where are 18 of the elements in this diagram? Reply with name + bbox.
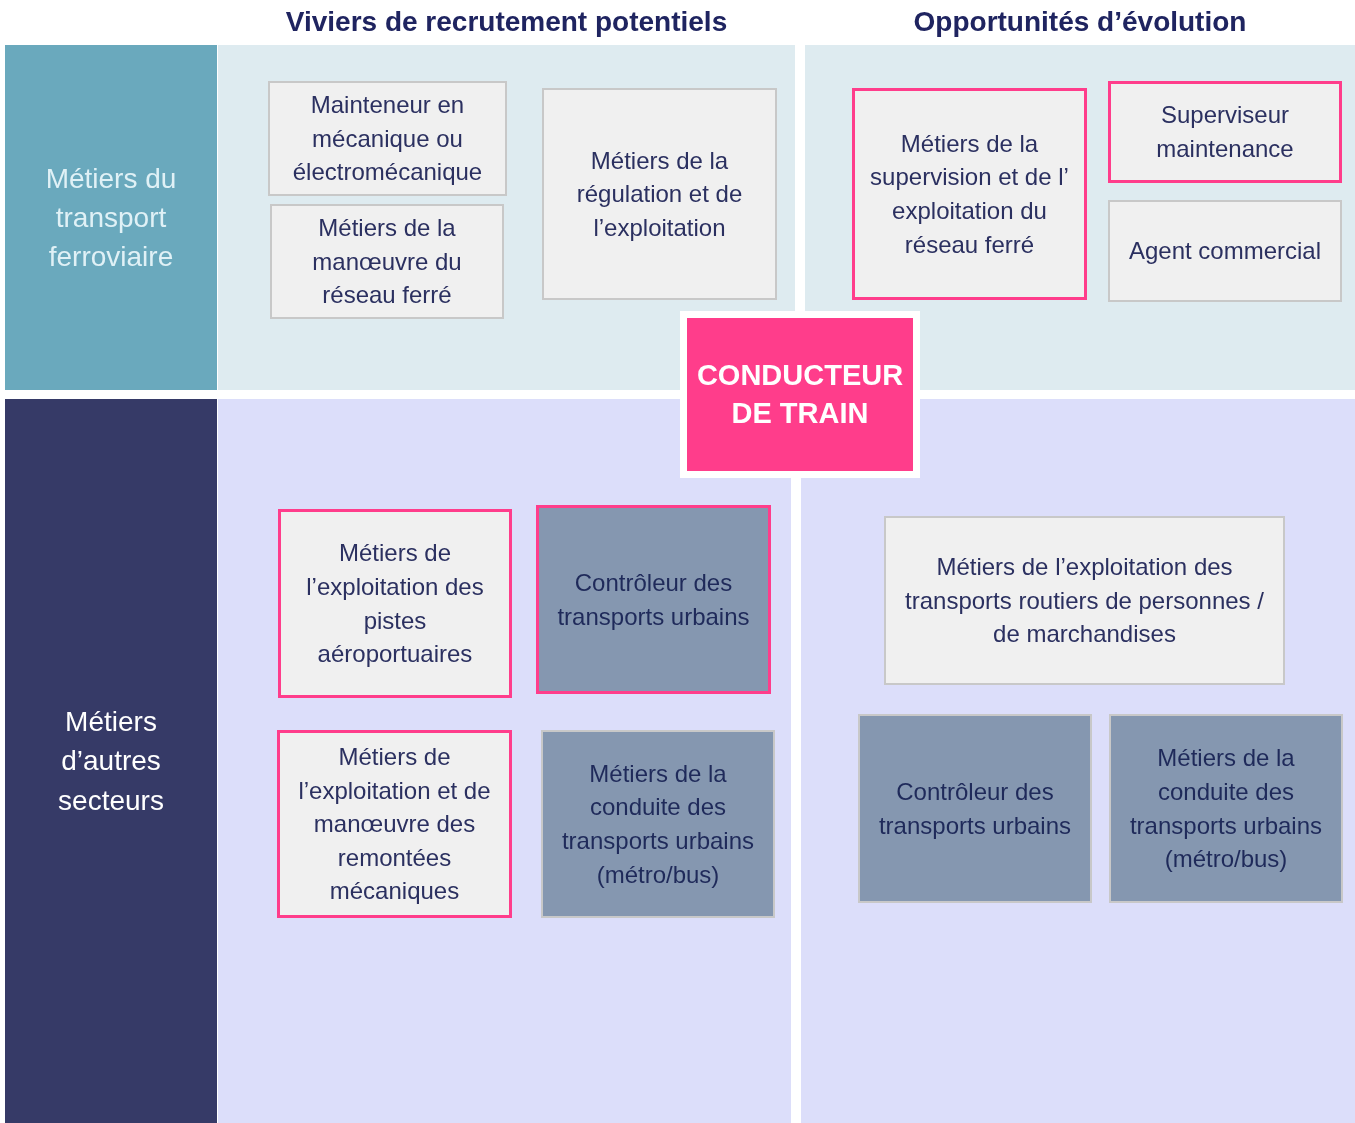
column-heading: Viviers de recrutement potentiels — [284, 6, 729, 38]
job-box: Agent commercial — [1108, 200, 1342, 302]
row-header-band: Métiers du transport ferroviaire — [5, 45, 217, 390]
job-box: Métiers de la manœuvre du réseau ferré — [270, 204, 504, 319]
job-box: Métiers de l’exploitation des pistes aéroportuaires — [278, 509, 512, 698]
job-box: Métiers de la supervision et de l’ exploitation du réseau ferré — [852, 88, 1087, 300]
job-box: Contrôleur des transports urbains — [858, 714, 1092, 903]
job-box: Métiers de la régulation et de l’exploitation — [542, 88, 777, 300]
job-box: Métiers de l’exploitation et de manœuvre des remontées mécaniques — [277, 730, 512, 918]
row-header-band: Métiers d’autres secteurs — [5, 399, 217, 1123]
central-job-box: CONDUCTEUR DE TRAIN — [680, 311, 920, 478]
column-heading: Opportunités d’évolution — [912, 6, 1248, 38]
job-box: Superviseur maintenance — [1108, 81, 1342, 183]
job-box: Mainteneur en mécanique ou électromécanique — [268, 81, 507, 196]
job-box: Contrôleur des transports urbains — [536, 505, 771, 694]
job-box: Métiers de la conduite des transports urbains (métro/bus) — [1109, 714, 1343, 903]
job-box: Métiers de l’exploitation des transports routiers de personnes / de marchandises — [884, 516, 1285, 685]
job-box: Métiers de la conduite des transports urbains (métro/bus) — [541, 730, 775, 918]
